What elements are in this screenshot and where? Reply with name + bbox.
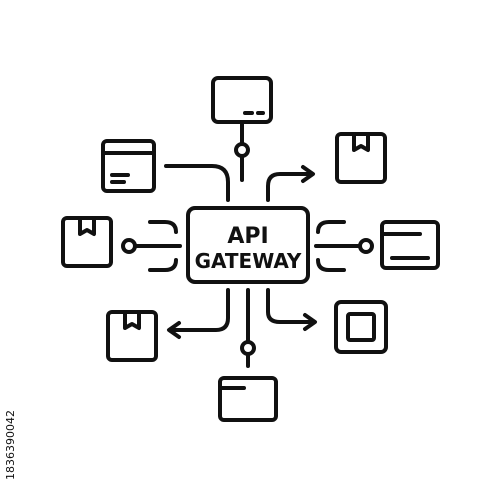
folder-icon [218, 376, 278, 422]
top-window-node [211, 76, 273, 182]
bottom-left-box-node [106, 288, 230, 362]
top-left-browser-node [101, 139, 230, 202]
gateway-label-line1: API [227, 224, 268, 249]
microchip-icon [334, 300, 388, 354]
package-box-icon [106, 310, 158, 362]
browser-window-icon [101, 139, 156, 193]
top-right-box-node [266, 132, 387, 202]
folder-icon [380, 220, 440, 270]
right-folder-node [314, 220, 440, 272]
top-right-arrow [301, 165, 315, 183]
stock-id-text: 1836390042 [4, 410, 17, 480]
left-box-node [61, 216, 182, 272]
bottom-right-arrow [303, 313, 317, 331]
package-box-icon [61, 216, 113, 268]
bottom-right-chip-node [266, 288, 388, 354]
bottom-right-connector [266, 288, 314, 324]
bottom-left-connector [170, 288, 230, 332]
bottom-left-arrow [167, 321, 181, 339]
gateway-label-line2: GATEWAY [195, 249, 302, 273]
top-right-connector [266, 172, 312, 202]
gateway-box [186, 206, 310, 284]
top-left-connector [164, 164, 230, 202]
package-box-icon [335, 132, 387, 184]
bottom-folder-node [218, 288, 278, 422]
gateway-node: API GATEWAY [186, 206, 310, 284]
top-window-icon [211, 76, 273, 124]
